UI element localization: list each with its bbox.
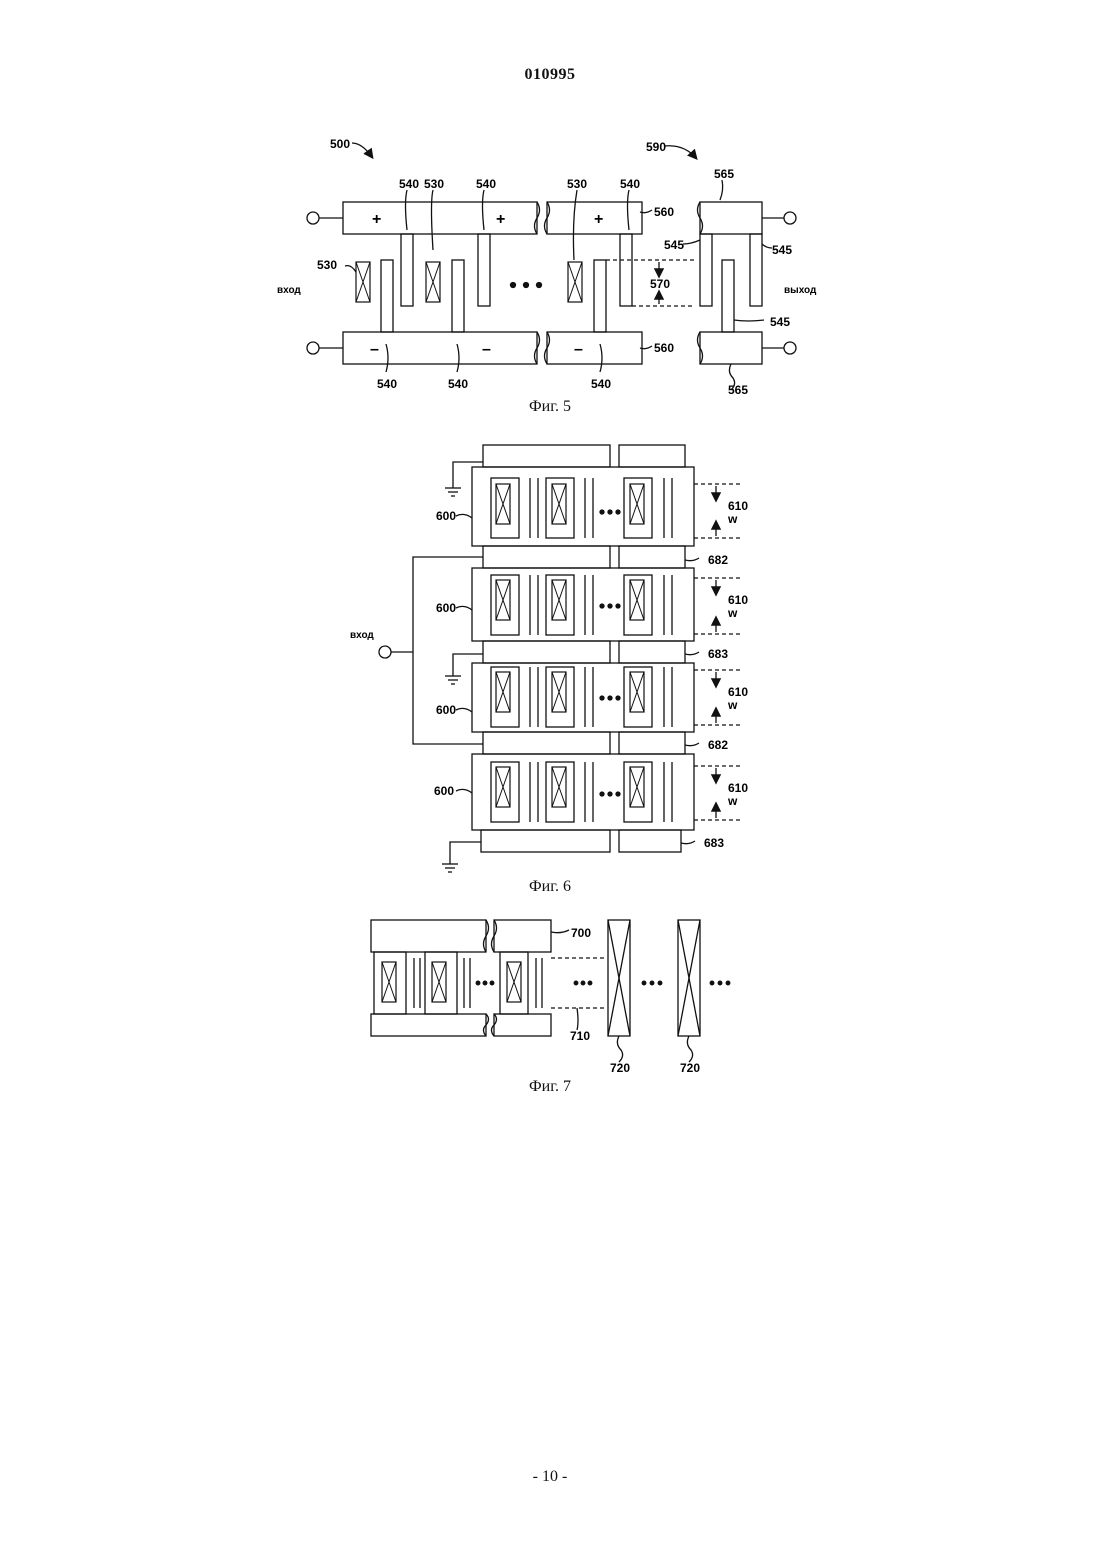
width-w: w xyxy=(727,698,738,712)
ref-545: 545 xyxy=(770,315,790,329)
minus-sign: – xyxy=(574,341,583,358)
ref-565: 565 xyxy=(714,167,734,181)
ref-710: 710 xyxy=(570,1029,590,1043)
ref-600: 600 xyxy=(434,784,454,798)
output-terminal-bottom xyxy=(784,342,796,354)
ref-540: 540 xyxy=(399,177,419,191)
ref-600: 600 xyxy=(436,703,456,717)
ref-683: 683 xyxy=(708,647,728,661)
ref-540: 540 xyxy=(448,377,468,391)
ref-530: 530 xyxy=(567,177,587,191)
input-terminal xyxy=(379,646,391,658)
input-terminal-top xyxy=(307,212,319,224)
ref-683: 683 xyxy=(704,836,724,850)
width-w: w xyxy=(727,512,738,526)
ref-682: 682 xyxy=(708,738,728,752)
page-number: - 10 - xyxy=(0,1468,1100,1486)
ref-540: 540 xyxy=(620,177,640,191)
figure-5-caption: Фиг. 5 xyxy=(0,398,1100,416)
plus-sign: + xyxy=(594,211,603,228)
bottom-electrode-bar-continued xyxy=(547,332,642,364)
ref-570: 570 xyxy=(650,277,670,291)
ref-600: 600 xyxy=(436,601,456,615)
ref-530: 530 xyxy=(317,258,337,272)
width-w: w xyxy=(727,606,738,620)
figure-6 xyxy=(379,445,742,872)
ref-720: 720 xyxy=(680,1061,700,1075)
output-label: выход xyxy=(784,285,817,296)
ref-530: 530 xyxy=(424,177,444,191)
input-label: вход xyxy=(350,630,374,641)
ref-600: 600 xyxy=(436,509,456,523)
ref-700: 700 xyxy=(571,926,591,940)
ref-545: 545 xyxy=(772,243,792,257)
minus-sign: – xyxy=(482,341,491,358)
ref-565: 565 xyxy=(728,383,748,397)
ref-540: 540 xyxy=(591,377,611,391)
ref-560: 560 xyxy=(654,341,674,355)
ref-560: 560 xyxy=(654,205,674,219)
ref-590: 590 xyxy=(646,140,666,154)
ref-610: 610 xyxy=(728,781,748,795)
output-terminal-top xyxy=(784,212,796,224)
ref-682: 682 xyxy=(708,553,728,567)
ref-545: 545 xyxy=(664,238,684,252)
figure-7 xyxy=(371,920,730,1062)
width-w: w xyxy=(727,794,738,808)
figure-7-caption: Фиг. 7 xyxy=(0,1078,1100,1096)
minus-sign: – xyxy=(370,341,379,358)
plus-sign: + xyxy=(496,211,505,228)
ref-610: 610 xyxy=(728,685,748,699)
input-label: вход xyxy=(277,285,301,296)
plus-sign: + xyxy=(372,211,381,228)
ref-610: 610 xyxy=(728,593,748,607)
input-terminal-bottom xyxy=(307,342,319,354)
ref-500: 500 xyxy=(330,137,350,151)
ref-720: 720 xyxy=(610,1061,630,1075)
ref-540: 540 xyxy=(377,377,397,391)
ref-610: 610 xyxy=(728,499,748,513)
ref-540: 540 xyxy=(476,177,496,191)
figure-6-caption: Фиг. 6 xyxy=(0,878,1100,896)
